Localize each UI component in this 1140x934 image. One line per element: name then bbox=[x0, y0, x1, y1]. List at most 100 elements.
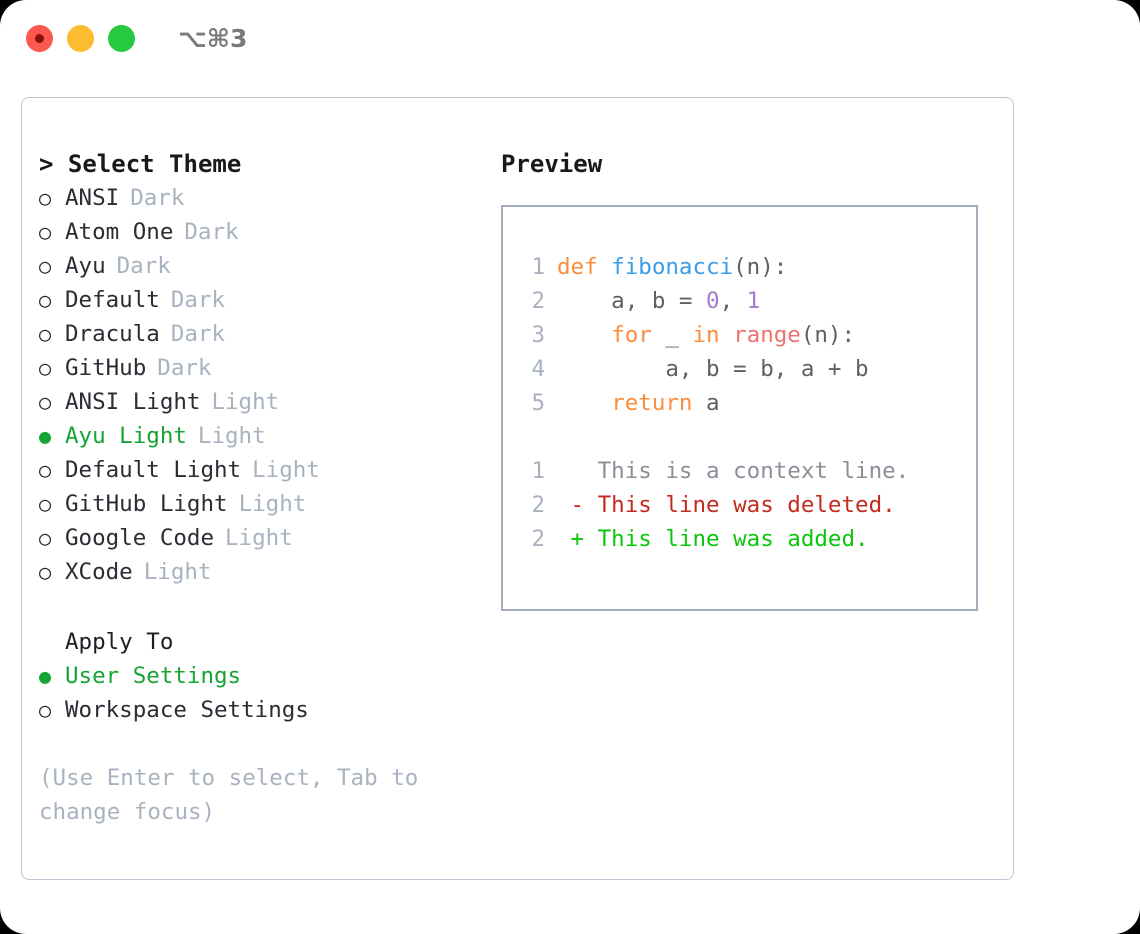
code-token bbox=[557, 322, 611, 348]
code-token: def bbox=[557, 254, 612, 280]
diff-line: 2 - This line was deleted. bbox=[517, 488, 909, 522]
apply-to-option-row[interactable]: ○ Workspace Settings bbox=[39, 693, 469, 727]
theme-item-category-tag: Dark bbox=[170, 287, 226, 313]
apply-to-option-label: User Settings bbox=[65, 663, 242, 689]
line-number: 2 bbox=[531, 288, 545, 314]
theme-item-label: ANSI Light bbox=[65, 389, 201, 415]
theme-item-label: GitHub bbox=[65, 355, 147, 381]
code-line: 4 a, b = b, a + b bbox=[517, 352, 909, 386]
close-record-dot-icon[interactable] bbox=[26, 24, 53, 52]
line-number: 5 bbox=[531, 390, 545, 416]
radio-unselected-icon[interactable]: ○ bbox=[39, 492, 52, 516]
theme-item-category-tag: Light bbox=[143, 559, 212, 585]
diff-spacer bbox=[517, 420, 909, 454]
radio-selected-icon[interactable]: ● bbox=[39, 664, 52, 688]
radio-unselected-icon[interactable]: ○ bbox=[39, 288, 52, 312]
theme-item-row[interactable]: ○ GitHub Light Light bbox=[39, 487, 469, 521]
theme-item-category-tag: Dark bbox=[184, 219, 239, 245]
theme-item-label: Ayu Light bbox=[65, 423, 187, 449]
code-token: 0 bbox=[706, 288, 720, 314]
theme-item-category-tag: Dark bbox=[116, 253, 171, 279]
theme-item-category-tag: Light bbox=[252, 457, 320, 483]
code-token: _ bbox=[651, 322, 693, 348]
window-titlebar: ⌥⌘3 bbox=[0, 0, 1140, 76]
radio-unselected-icon[interactable]: ○ bbox=[39, 186, 52, 210]
theme-item-row[interactable]: ○ Default Dark bbox=[39, 283, 469, 317]
radio-unselected-icon[interactable]: ○ bbox=[39, 254, 52, 278]
theme-item-row[interactable]: ● Ayu Light Light bbox=[39, 419, 469, 453]
line-number: 2 bbox=[531, 492, 545, 518]
line-number: 1 bbox=[531, 458, 545, 484]
preview-heading: Preview bbox=[501, 150, 603, 178]
theme-item-label: Google Code bbox=[65, 525, 215, 551]
code-token bbox=[557, 390, 611, 416]
code-token bbox=[720, 322, 734, 348]
theme-item-row[interactable]: ○ ANSI Light Light bbox=[39, 385, 469, 419]
code-token: (n): bbox=[733, 254, 788, 280]
diff-text: This line was added. bbox=[584, 526, 869, 552]
theme-item-label: XCode bbox=[65, 559, 133, 585]
apply-to-heading: Apply To bbox=[65, 629, 174, 655]
diff-line: 2 + This line was added. bbox=[517, 522, 909, 556]
diff-line: 1 This is a context line. bbox=[517, 454, 909, 488]
theme-item-category-tag: Light bbox=[197, 423, 266, 449]
section-spacer bbox=[39, 589, 469, 625]
apply-to-option-label: Workspace Settings bbox=[65, 697, 309, 723]
keyboard-hint-text: (Use Enter to select, Tab to change focu… bbox=[39, 765, 419, 825]
theme-item-row[interactable]: ○ Ayu Dark bbox=[39, 249, 469, 283]
line-number: 4 bbox=[531, 356, 545, 382]
apply-to-option-row[interactable]: ● User Settings bbox=[39, 659, 469, 693]
radio-unselected-icon[interactable]: ○ bbox=[39, 458, 52, 482]
theme-item-row[interactable]: ○ GitHub Dark bbox=[39, 351, 469, 385]
maximize-dot-icon[interactable] bbox=[108, 24, 135, 52]
theme-item-label: GitHub Light bbox=[65, 491, 228, 517]
theme-item-category-tag: Dark bbox=[130, 185, 185, 211]
minimize-dot-icon[interactable] bbox=[67, 24, 94, 52]
theme-item-label: Default bbox=[65, 287, 160, 313]
theme-item-row[interactable]: ○ XCode Light bbox=[39, 555, 469, 589]
code-token: a, b = bbox=[557, 288, 707, 314]
code-token: return bbox=[611, 390, 693, 416]
diff-marker bbox=[557, 458, 584, 484]
code-token: for bbox=[611, 322, 652, 348]
theme-item-row[interactable]: ○ Google Code Light bbox=[39, 521, 469, 555]
radio-selected-icon[interactable]: ● bbox=[39, 424, 52, 448]
theme-item-label: Ayu bbox=[65, 253, 106, 279]
radio-unselected-icon[interactable]: ○ bbox=[39, 390, 52, 414]
theme-item-row[interactable]: ○ Default Light Light bbox=[39, 453, 469, 487]
code-token: (n): bbox=[800, 322, 856, 348]
radio-unselected-icon[interactable]: ○ bbox=[39, 526, 52, 550]
theme-item-label: Default Light bbox=[65, 457, 242, 483]
radio-unselected-icon[interactable]: ○ bbox=[39, 560, 52, 584]
radio-unselected-icon[interactable]: ○ bbox=[39, 220, 52, 244]
theme-item-category-tag: Light bbox=[225, 525, 293, 551]
theme-item-category-tag: Dark bbox=[157, 355, 212, 381]
code-token: in bbox=[692, 322, 720, 348]
code-token: 1 bbox=[746, 288, 761, 314]
line-number: 2 bbox=[531, 526, 545, 552]
code-token: a bbox=[692, 390, 720, 416]
radio-unselected-icon[interactable]: ○ bbox=[39, 322, 52, 346]
radio-unselected-icon[interactable]: ○ bbox=[39, 356, 52, 380]
diff-text: This line was deleted. bbox=[584, 492, 896, 518]
apply-to-list[interactable]: ● User Settings ○ Workspace Settings bbox=[39, 659, 469, 727]
radio-unselected-icon[interactable]: ○ bbox=[39, 698, 52, 722]
select-theme-heading: > Select Theme bbox=[39, 150, 242, 178]
theme-item-category-tag: Light bbox=[238, 491, 307, 517]
theme-item-category-tag: Light bbox=[211, 389, 280, 415]
theme-item-row[interactable]: ○ Atom One Dark bbox=[39, 215, 469, 249]
diff-text: This is a context line. bbox=[584, 458, 910, 484]
theme-item-label: Dracula bbox=[65, 321, 160, 347]
window-shortcut-label: ⌥⌘3 bbox=[178, 23, 248, 53]
theme-item-category-tag: Dark bbox=[170, 321, 226, 347]
theme-item-label: Atom One bbox=[65, 219, 174, 245]
code-token: range bbox=[733, 322, 801, 348]
theme-item-row[interactable]: ○ Dracula Dark bbox=[39, 317, 469, 351]
